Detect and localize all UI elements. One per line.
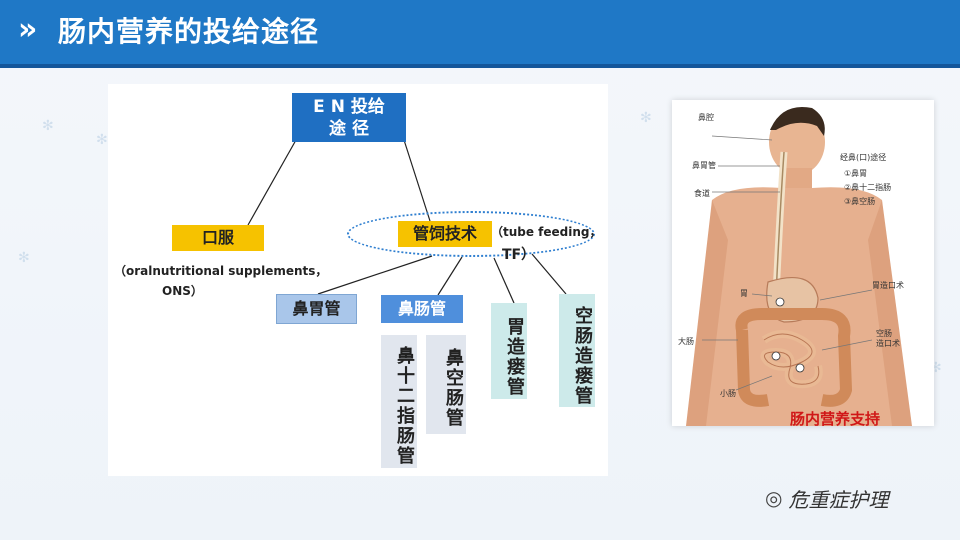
wechat-icon: ◎	[765, 486, 783, 510]
label-nasal-route: 经鼻(口)途径	[840, 153, 887, 162]
connector-tube-jejunostomy	[531, 253, 567, 295]
connector-tube-nasointestinal	[437, 256, 463, 296]
anatomy-drawing	[686, 106, 912, 426]
anatomy-illustration: 鼻腔 鼻胃管 食道 胃 大肠 小肠 经鼻(口)途径 ①鼻胃 ②鼻十二指肠 ③鼻空…	[672, 100, 934, 428]
watermark: ◎ 危重症护理	[765, 485, 889, 512]
connector-tube-gastrostomy	[493, 257, 515, 304]
label-route-1: ①鼻胃	[844, 169, 868, 178]
nasogastric-node: 鼻胃管	[276, 294, 357, 324]
tube-feeding-note-abbr: TF）	[502, 247, 536, 263]
nasojejunal-node: 鼻空肠管	[426, 335, 466, 434]
label-nasogastric-tube: 鼻胃管	[692, 161, 716, 170]
label-nasal-cavity: 鼻腔	[698, 113, 714, 122]
label-jejunostomy-1: 空肠	[876, 329, 892, 338]
label-route-2: ②鼻十二指肠	[844, 183, 892, 192]
snowflake-icon: ✻	[930, 360, 942, 376]
label-esophagus: 食道	[694, 189, 710, 198]
root-node: E N 投给 途 径	[292, 93, 406, 142]
label-small-intestine: 小肠	[720, 389, 736, 398]
nasointestinal-node: 鼻肠管	[381, 295, 463, 323]
tube-feeding-ellipse	[347, 211, 595, 257]
label-stomach: 胃	[740, 289, 748, 298]
gastrostomy-node: 胃造瘘管	[491, 303, 527, 399]
tube-feeding-node: 管饲技术	[398, 221, 492, 247]
tube-feeding-note: （tube feeding，	[491, 225, 602, 239]
watermark-text: 危重症护理	[788, 487, 889, 512]
illustration-caption: 肠内营养支持	[790, 410, 881, 428]
jejunostomy-node: 空肠造瘘管	[559, 294, 595, 407]
connector-root-oral	[247, 139, 297, 226]
snowflake-icon: ✻	[640, 110, 652, 126]
root-node-line1: E N 投给	[313, 97, 385, 117]
snowflake-icon: ✻	[18, 250, 30, 266]
connector-tube-nasogastric	[317, 255, 433, 295]
label-gastrostomy: 胃造口术	[872, 281, 904, 290]
label-jejunostomy-2: 造口术	[876, 339, 900, 348]
snowflake-icon: ✻	[42, 118, 54, 134]
root-node-line2: 途 径	[329, 119, 369, 139]
oral-node: 口服	[172, 225, 264, 251]
diagram-panel	[108, 84, 608, 476]
label-large-intestine: 大肠	[678, 337, 694, 346]
label-route-3: ③鼻空肠	[844, 197, 876, 206]
connector-root-tube	[403, 139, 431, 222]
oral-note-abbr: ONS）	[162, 284, 203, 298]
snowflake-icon: ✻	[96, 132, 108, 148]
oral-note: （oralnutritional supplements，	[114, 264, 328, 278]
title-bar: » 肠内营养的投给途径	[0, 0, 960, 68]
page-title: 肠内营养的投给途径	[58, 15, 320, 48]
nasoduodenal-node: 鼻十二指肠管	[381, 335, 417, 468]
